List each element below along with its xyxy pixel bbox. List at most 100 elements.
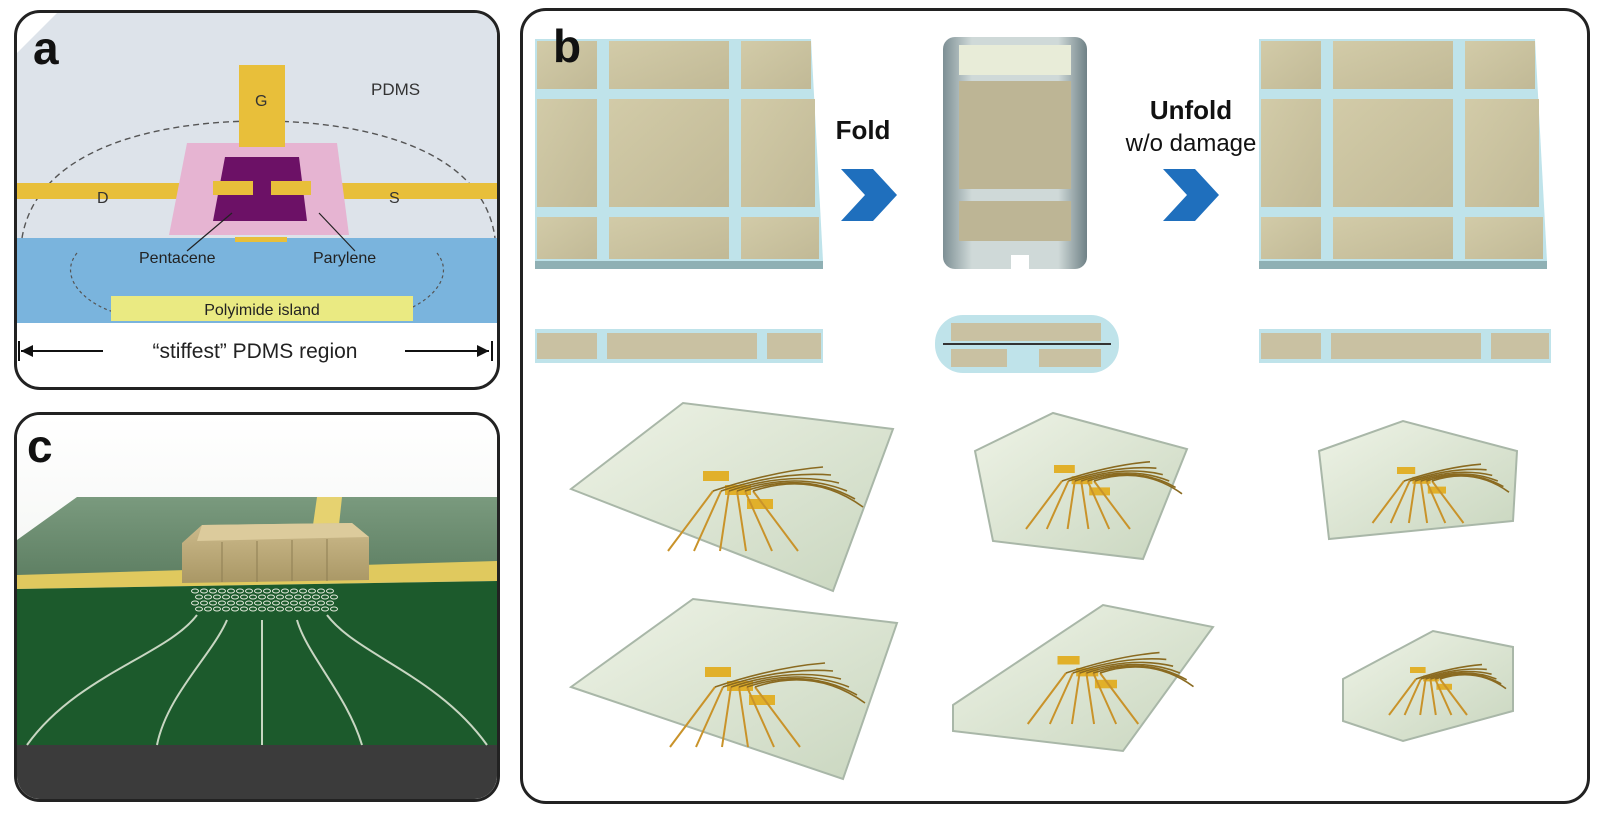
- mesh-cell: [218, 588, 226, 594]
- chip-pad: [1089, 487, 1110, 496]
- gold-trace: [1431, 480, 1465, 524]
- panel-a-label: a: [33, 22, 59, 74]
- mesh-cell: [200, 600, 208, 606]
- polyimide-island: [111, 296, 413, 321]
- mesh-cell: [294, 606, 302, 612]
- panel-b: b: [520, 8, 1590, 804]
- mesh-cell: [258, 606, 266, 612]
- fold-label: Fold: [836, 115, 891, 145]
- dark-trace: [1425, 670, 1492, 680]
- gold-trace: [1425, 480, 1447, 524]
- mesh-cell: [276, 594, 284, 600]
- gold-trace: [693, 490, 722, 552]
- green-board: [17, 581, 497, 745]
- circuit-folded-2: [1342, 629, 1514, 743]
- drain-finger: [213, 181, 253, 195]
- flexible-circuit-render: [17, 415, 497, 799]
- gold-trace: [1407, 480, 1417, 524]
- dark-trace: [1414, 471, 1493, 482]
- mesh-cell: [290, 588, 298, 594]
- dark-trace: [714, 662, 826, 688]
- panel-c-label: c: [27, 420, 53, 472]
- dark-trace: [738, 676, 850, 688]
- polyimide-label: Polyimide island: [204, 302, 320, 319]
- mesh-cell: [272, 600, 280, 606]
- gold-trace: [667, 490, 714, 552]
- parylene-label: Parylene: [313, 250, 376, 267]
- dark-trace: [1068, 466, 1157, 482]
- mesh-cell: [317, 588, 325, 594]
- fan-out-traces: [26, 614, 488, 746]
- upper-yellow-trace: [313, 497, 342, 525]
- circuit-renders: [568, 401, 1519, 781]
- mesh-cell: [191, 588, 199, 594]
- dark-trace: [1431, 475, 1510, 493]
- flat-sheet-after: [1259, 39, 1547, 269]
- gold-trace: [669, 686, 716, 748]
- mesh-cell: [236, 588, 244, 594]
- mesh-cell: [303, 606, 311, 612]
- gold-trace: [1080, 480, 1090, 530]
- mesh-cell: [240, 606, 248, 612]
- circuit-traces: [667, 461, 1510, 748]
- dark-trace: [722, 669, 834, 688]
- mesh-cell: [209, 600, 217, 606]
- gold-trace: [721, 686, 732, 748]
- mesh-cell: [267, 606, 275, 612]
- dark-trace: [1074, 470, 1163, 482]
- mesh-cell: [195, 594, 203, 600]
- gold-trace: [1403, 678, 1422, 716]
- panel-b-label: b: [553, 20, 582, 72]
- dark-base: [17, 745, 497, 799]
- gold-trace: [1070, 672, 1081, 725]
- dark-trace: [1093, 474, 1183, 495]
- mesh-cell: [317, 600, 325, 606]
- pentacene-leader: [186, 212, 233, 252]
- gold-trace: [1086, 480, 1111, 530]
- mesh-cell: [263, 600, 271, 606]
- trace-5: [326, 614, 488, 746]
- chip-pad: [1397, 467, 1416, 474]
- mesh-cell: [285, 594, 293, 600]
- mesh-cell: [312, 594, 320, 600]
- dark-trace: [754, 679, 866, 704]
- mesh-cell: [227, 600, 235, 606]
- dark-trace: [1080, 472, 1170, 482]
- drain-label: D: [97, 190, 109, 207]
- dark-trace: [736, 480, 848, 492]
- dark-trace: [1409, 468, 1487, 482]
- fold-arrow: [841, 169, 897, 221]
- panel-a: a PDMS G D S Pentacene Parylene Po: [14, 10, 500, 390]
- mesh-cell: [308, 600, 316, 606]
- mesh-cell: [204, 594, 212, 600]
- mesh-cell: [267, 594, 275, 600]
- dark-trace: [1087, 473, 1176, 489]
- mesh-cell: [272, 588, 280, 594]
- mesh-cell: [299, 588, 307, 594]
- gold-trace: [1388, 678, 1417, 716]
- mesh-cell: [330, 594, 338, 600]
- dark-trace: [746, 677, 858, 696]
- mesh-cell: [326, 600, 334, 606]
- mesh-cell: [200, 588, 208, 594]
- mesh-cell: [249, 594, 257, 600]
- mesh-cell: [236, 600, 244, 606]
- bottom-contact: [235, 237, 287, 242]
- dark-trace: [1072, 658, 1167, 674]
- mesh-cell: [245, 600, 253, 606]
- gold-trace: [1092, 672, 1118, 725]
- gold-trace: [1434, 678, 1453, 716]
- transistor-cross-section-diagram: PDMS G D S Pentacene Parylene Polyimide …: [17, 13, 497, 363]
- mesh-cell: [330, 606, 338, 612]
- gold-trace: [1066, 480, 1076, 530]
- circuit-flat-1: [568, 401, 895, 593]
- source-label: S: [389, 190, 400, 207]
- chip-pad: [1427, 486, 1446, 494]
- unfold-arrow: [1163, 169, 1219, 221]
- chip-pad: [1410, 667, 1426, 673]
- mesh-cell: [222, 594, 230, 600]
- gold-trace: [1389, 480, 1411, 524]
- gold-trace: [1026, 672, 1067, 725]
- gold-trace: [744, 490, 773, 552]
- mesh-cell: [222, 606, 230, 612]
